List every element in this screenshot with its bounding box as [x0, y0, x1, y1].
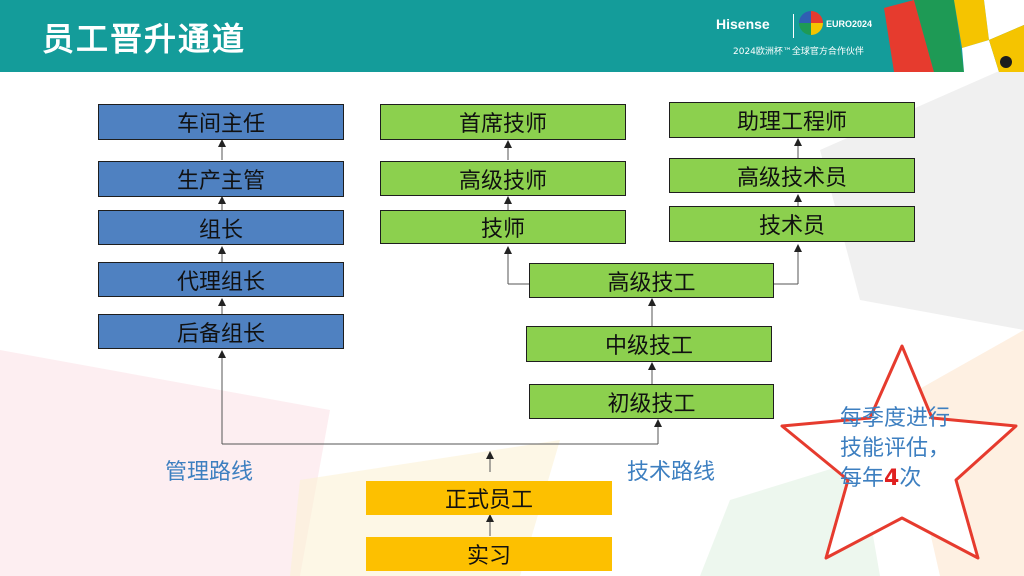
page-title: 员工晋升通道	[42, 20, 247, 58]
eng-level-2: 高级技术员	[669, 158, 915, 193]
brand-divider	[793, 14, 794, 38]
skill-level-3: 初级技工	[529, 384, 774, 419]
tech-level-3: 技师	[380, 210, 626, 244]
mgmt-level-5: 后备组长	[98, 314, 344, 349]
corner-decoration	[884, 0, 1024, 72]
header-bar: 员工晋升通道 Hisense EURO2024 2024欧洲杯™全球官方合作伙伴	[0, 0, 1024, 72]
mgmt-level-1: 车间主任	[98, 104, 344, 140]
skill-level-2: 中级技工	[526, 326, 772, 362]
assessment-note: 每季度进行技能评估，每年4次	[840, 404, 960, 494]
mgmt-level-3: 组长	[98, 210, 344, 245]
technical-path-label: 技术路线	[627, 460, 716, 485]
formal-employee: 正式员工	[366, 481, 612, 515]
brand-logo: Hisense	[716, 16, 770, 32]
note-text: 每季度进行技能评估，每年	[840, 406, 951, 491]
star-callout-icon	[780, 344, 1018, 560]
eng-level-3: 技术员	[669, 206, 915, 242]
note-suffix: 次	[899, 466, 922, 491]
mgmt-level-4: 代理组长	[98, 262, 344, 297]
tech-level-1: 首席技师	[380, 104, 626, 140]
mgmt-level-2: 生产主管	[98, 161, 344, 197]
management-path-label: 管理路线	[165, 460, 254, 485]
eng-level-1: 助理工程师	[669, 102, 915, 138]
skill-level-1: 高级技工	[529, 263, 774, 298]
partner-text: 2024欧洲杯™全球官方合作伙伴	[733, 47, 864, 57]
euro-logo: EURO2024	[826, 19, 873, 29]
tech-level-2: 高级技师	[380, 161, 626, 196]
note-count: 4	[884, 466, 900, 491]
intern: 实习	[366, 537, 612, 571]
euro-badge-icon	[799, 11, 823, 35]
